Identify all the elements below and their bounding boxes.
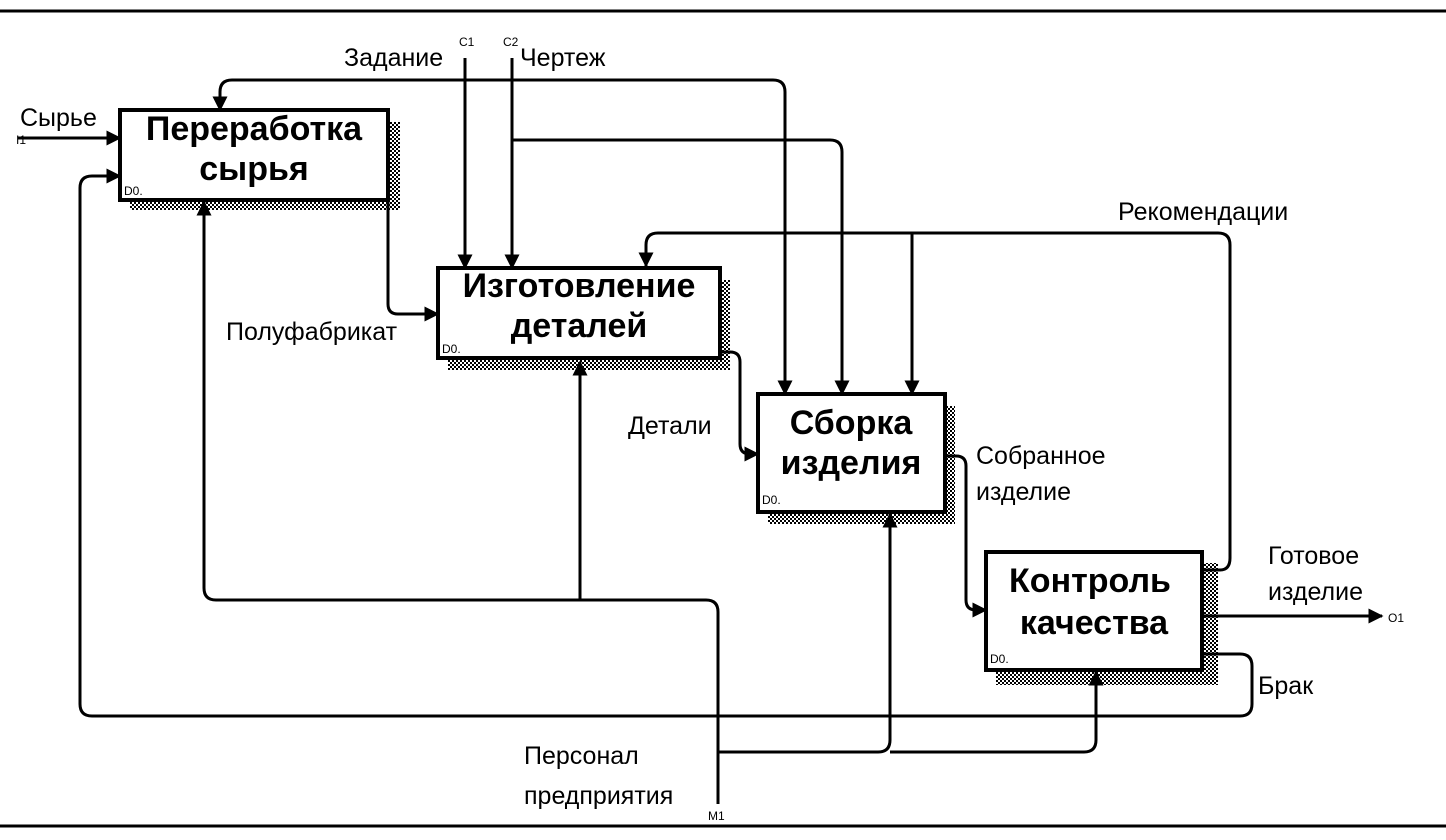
arrow-task-branch-a3 [465,78,793,396]
label-staff-line2: предприятия [524,782,673,810]
label-assembled-line2: изделие [976,478,1071,506]
box-a3-line1: Сборка [790,404,914,442]
label-parts: Детали [628,412,712,440]
label-reject: Брак [1258,672,1314,700]
arrow-task-branch [212,78,465,112]
box-a2-tag: D0. [442,342,461,356]
arrow-assembled [946,454,988,618]
arrow-staff [196,200,720,804]
label-task: Задание [344,44,443,72]
box-a3-line2: изделия [781,444,922,482]
arrows [18,58,1384,804]
box-a4-line2: качества [1020,604,1169,642]
box-a1-line1: Переработка [146,110,363,148]
arrow-staff-a3 [718,512,898,754]
box-a1-tag: D0. [124,184,143,198]
label-finished-line2: изделие [1268,578,1363,606]
label-staff-line1: Персонал [524,742,639,770]
box-a3-tag: D0. [762,493,781,507]
tag-staff: M1 [708,809,725,823]
tag-drawing: C2 [503,35,519,49]
arrow-reject [78,168,1254,718]
label-finished-line1: Готовое [1268,542,1359,570]
tag-task: C1 [459,35,475,49]
box-a4-tag: D0. [990,652,1009,666]
arrow-semi-product [386,158,440,322]
box-a4: Контроль качества D0. [984,550,1204,672]
label-semi-product: Полуфабрикат [226,318,398,346]
label-raw-material: Сырье [20,104,97,132]
arrow-labels: Сырье I1 Задание C1 Чертеж C2 Полуфабрик… [16,35,1404,823]
tag-raw-material: I1 [16,133,26,147]
arrow-staff-a4 [890,670,1104,754]
box-a2-line1: Изготовление [463,267,696,305]
box-a1-line2: сырья [199,150,308,188]
box-a2: Изготовление деталей D0. [436,266,722,360]
tag-finished: O1 [1388,611,1404,625]
arrow-parts [722,350,760,462]
label-recommendations: Рекомендации [1118,198,1288,226]
box-a2-line2: деталей [511,307,648,345]
label-drawing: Чертеж [520,44,606,72]
box-a4-line1: Контроль [1009,562,1171,600]
label-assembled-line1: Собранное [976,442,1106,470]
box-a1: Переработка сырья D0. [118,108,390,202]
arrow-recommendations [638,231,1232,572]
box-a3: Сборка изделия D0. [756,392,947,514]
arrow-drawing-branch [512,138,850,396]
